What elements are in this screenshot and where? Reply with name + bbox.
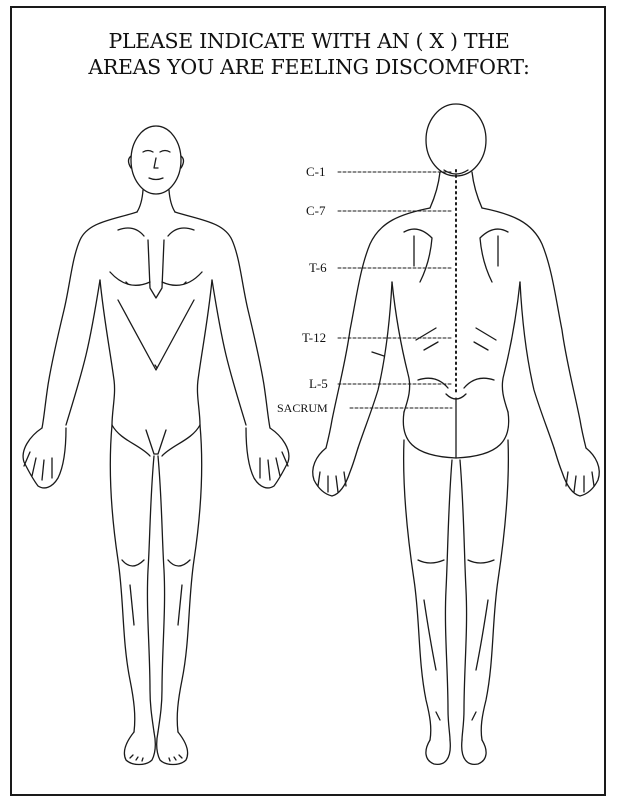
spine-leader-lines — [338, 172, 452, 408]
spine-labels: C-1 C-7 T-6 T-12 L-5 SACRUM — [277, 164, 328, 415]
label-sacrum: SACRUM — [277, 401, 328, 415]
label-t12: T-12 — [302, 330, 326, 345]
front-body-figure[interactable] — [23, 126, 289, 765]
label-l5: L-5 — [309, 376, 328, 391]
label-c1: C-1 — [306, 164, 326, 179]
label-c7: C-7 — [306, 203, 326, 218]
label-t6: T-6 — [309, 260, 327, 275]
